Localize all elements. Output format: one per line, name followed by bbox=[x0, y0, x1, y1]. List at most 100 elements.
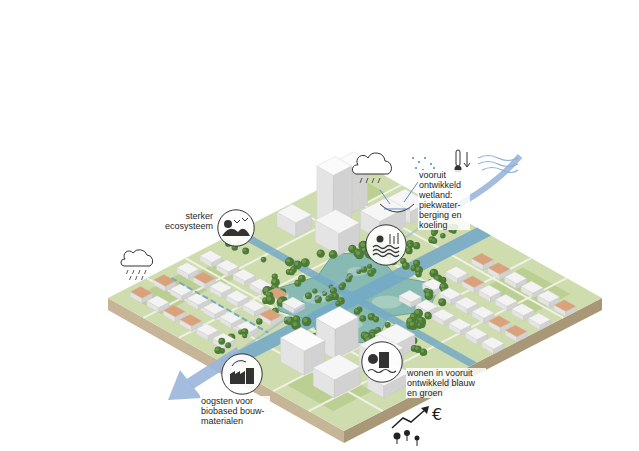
tree bbox=[415, 271, 421, 277]
building-roof bbox=[472, 253, 494, 265]
canal bbox=[233, 230, 477, 367]
building-roof bbox=[528, 313, 550, 325]
drop-dot bbox=[412, 157, 414, 159]
tree-light bbox=[369, 314, 372, 317]
tree-light bbox=[435, 276, 439, 280]
tree-light bbox=[257, 319, 260, 322]
tree bbox=[305, 292, 312, 299]
building-roof bbox=[163, 305, 185, 317]
tree bbox=[302, 317, 312, 327]
tree-light bbox=[286, 258, 290, 262]
wave-icon bbox=[373, 254, 399, 257]
trend-head bbox=[421, 406, 429, 414]
tree-light bbox=[416, 267, 420, 271]
arrow-head bbox=[168, 370, 202, 400]
building-roof bbox=[233, 269, 255, 281]
rain-line bbox=[142, 276, 144, 280]
tree bbox=[402, 262, 410, 270]
tree bbox=[326, 296, 331, 301]
rain-line bbox=[360, 178, 362, 183]
tree-light bbox=[432, 239, 435, 242]
tree-light bbox=[219, 339, 222, 342]
wave-icon bbox=[368, 370, 396, 373]
tree-light bbox=[431, 270, 435, 274]
tree bbox=[339, 284, 345, 290]
tree-light bbox=[287, 270, 290, 273]
callout-label: sterker ecosysteem bbox=[152, 211, 214, 231]
tree-light bbox=[426, 293, 430, 297]
building-icon bbox=[379, 352, 389, 368]
tree-light bbox=[278, 299, 282, 303]
building-roof bbox=[220, 312, 242, 324]
rain-line bbox=[366, 178, 368, 183]
tree-light bbox=[239, 330, 241, 332]
tree-light bbox=[313, 289, 315, 291]
tree-light bbox=[306, 293, 309, 296]
building-icon bbox=[246, 368, 254, 384]
tree-light bbox=[368, 264, 370, 266]
callout-label: wonen in vooruit ontwikkeld blauw en gro… bbox=[406, 368, 486, 398]
circle-outline bbox=[362, 342, 402, 382]
tree-light bbox=[290, 270, 293, 273]
tree bbox=[438, 298, 446, 306]
tree bbox=[367, 264, 372, 269]
building-roof bbox=[259, 309, 281, 321]
cycle-arrow bbox=[232, 361, 246, 366]
tree-light bbox=[439, 299, 443, 303]
drain-line bbox=[171, 278, 268, 333]
tree bbox=[408, 321, 418, 331]
tree bbox=[329, 250, 338, 259]
tree bbox=[325, 296, 331, 302]
tree-light bbox=[243, 334, 245, 336]
tree bbox=[359, 315, 366, 322]
tree-light bbox=[293, 322, 297, 326]
duck-icon bbox=[377, 236, 384, 243]
tree bbox=[367, 269, 374, 276]
callout-label: oogsten voor biobased bouw- materialen bbox=[200, 396, 270, 426]
callout-circle: vooruit ontwikkeld wetland: piekwater- b… bbox=[365, 224, 407, 266]
circle-outline bbox=[218, 210, 254, 246]
tree bbox=[241, 328, 248, 335]
building-roof bbox=[399, 290, 421, 302]
building-roof bbox=[313, 355, 360, 380]
tree-light bbox=[299, 276, 302, 279]
rain-line bbox=[378, 178, 380, 183]
tree-light bbox=[303, 318, 307, 322]
tree-light bbox=[318, 250, 322, 254]
building-roof bbox=[210, 281, 232, 293]
cloud-icon bbox=[121, 250, 153, 266]
tree-light bbox=[411, 266, 414, 269]
building-roof bbox=[193, 272, 215, 284]
tree bbox=[214, 347, 222, 355]
tree-light bbox=[261, 257, 264, 260]
tree-light bbox=[410, 322, 414, 326]
building-roof bbox=[465, 328, 487, 340]
tree-icon bbox=[415, 436, 420, 441]
tree bbox=[242, 248, 249, 255]
circle-outline bbox=[222, 354, 262, 394]
wind-line bbox=[482, 168, 518, 173]
tree-light bbox=[416, 272, 419, 275]
building-roof bbox=[439, 288, 461, 300]
bird-icon bbox=[234, 218, 248, 223]
building-roof bbox=[177, 262, 199, 274]
tree-light bbox=[339, 285, 342, 288]
tree-light bbox=[226, 343, 229, 346]
building-roof bbox=[315, 210, 359, 234]
building-roof bbox=[213, 333, 235, 345]
tree bbox=[285, 257, 294, 266]
currency-symbol: € bbox=[432, 405, 442, 424]
building-roof bbox=[200, 250, 222, 262]
building-roof bbox=[521, 281, 543, 293]
callout-circle: sterker ecosysteem bbox=[217, 209, 255, 247]
tree-light bbox=[349, 246, 353, 250]
circle-shape bbox=[221, 353, 263, 395]
tree-light bbox=[421, 349, 424, 352]
rain-line bbox=[127, 270, 129, 274]
building-roof bbox=[495, 294, 517, 306]
callout-circle: oogsten voor biobased bouw- materialen bbox=[221, 353, 263, 395]
building-roof bbox=[505, 272, 527, 284]
thermometer bbox=[456, 150, 460, 166]
tree bbox=[406, 247, 413, 254]
